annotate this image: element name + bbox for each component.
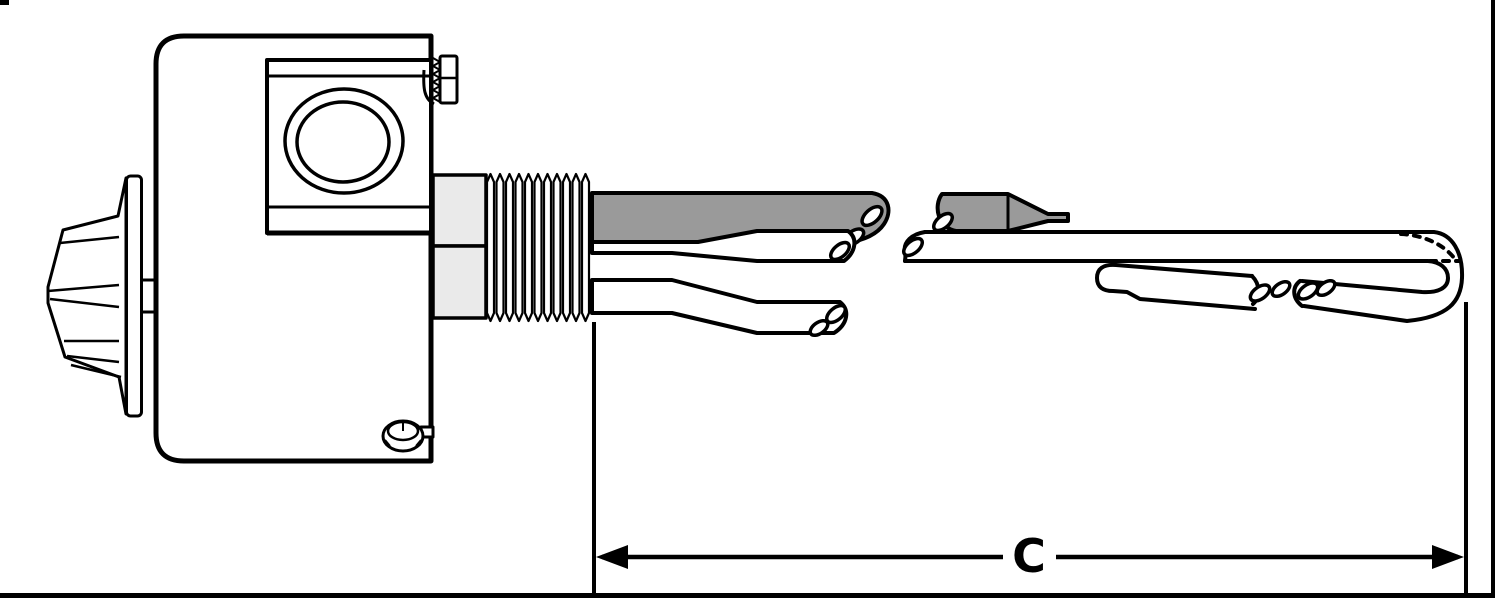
cover-screw xyxy=(381,419,435,453)
break-edge xyxy=(1292,279,1304,308)
tube-inner-edge xyxy=(903,259,1450,295)
knob-ridges xyxy=(47,235,122,379)
break-curl xyxy=(1315,278,1337,298)
thread xyxy=(504,172,515,323)
break-curl xyxy=(828,240,852,262)
knob-ridge xyxy=(49,297,120,309)
break-curl xyxy=(808,318,830,338)
thread xyxy=(552,172,562,323)
break-curl xyxy=(931,211,955,233)
element-tube xyxy=(590,229,857,263)
break-curl xyxy=(1270,279,1292,299)
break-curl xyxy=(901,236,925,258)
element-upper-leg-left xyxy=(590,229,857,263)
frame-right-border xyxy=(1491,0,1495,598)
element-hairpin-right xyxy=(901,230,1465,323)
sensor-bulb-tube-segment2 xyxy=(931,192,1070,233)
dimension-arrowhead-left xyxy=(596,545,628,569)
dimension-label: C xyxy=(1012,529,1046,583)
knob-flange-plate xyxy=(125,174,143,418)
conduit-opening-outer xyxy=(283,87,405,195)
break-curl xyxy=(860,204,884,228)
frame-topleft-mark xyxy=(0,0,9,5)
thread xyxy=(495,172,505,323)
terminal-cover-panel xyxy=(265,58,433,236)
element-lower-leg-left xyxy=(590,278,849,338)
thermostat-knob xyxy=(46,174,156,418)
bolt-head xyxy=(438,54,459,105)
thread xyxy=(533,172,543,323)
screw-plug xyxy=(431,172,591,323)
plug-hex-lower xyxy=(431,244,488,320)
screw-facet-1 xyxy=(384,439,391,447)
thermostat-control-box xyxy=(153,33,459,464)
frame-bottom-border xyxy=(0,593,1495,598)
tube-outer-edge xyxy=(923,230,1465,323)
thread xyxy=(571,172,581,323)
hidden-edge-dotted-arc xyxy=(1399,232,1459,264)
knob-silhouette xyxy=(46,176,128,416)
thread xyxy=(485,172,496,323)
knob-ridge xyxy=(66,354,120,364)
knob-ridge xyxy=(70,363,122,379)
element-return-leg-piece xyxy=(1095,262,1292,311)
pipe-threads xyxy=(485,172,591,323)
thread xyxy=(542,172,553,323)
panel-flange-hook xyxy=(422,69,435,106)
plug-hex-upper xyxy=(431,173,488,248)
knob-ridge xyxy=(47,283,120,293)
thread xyxy=(580,172,591,323)
element-tube xyxy=(590,278,849,335)
mounting-bolt xyxy=(422,54,459,106)
return-leg-outline xyxy=(1095,262,1257,311)
sensor-tube-tip-body xyxy=(935,192,1070,233)
thread xyxy=(514,172,524,323)
break-curl xyxy=(1296,281,1320,301)
thread xyxy=(523,172,534,323)
dimension-arrowhead-right xyxy=(1432,545,1464,569)
knob-ridge xyxy=(59,235,120,245)
dimension-c: C xyxy=(592,302,1468,593)
break-curl xyxy=(1248,283,1272,303)
thread xyxy=(561,172,572,323)
conduit-opening-inner xyxy=(295,100,391,184)
screw-facet-2 xyxy=(415,439,422,447)
